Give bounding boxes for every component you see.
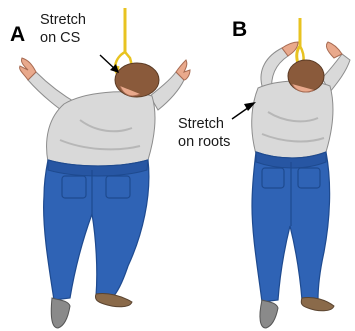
panel-b-annotation-line1: Stretch	[178, 115, 230, 133]
panel-a-letter: A	[10, 24, 25, 45]
panel-a-annotation: Stretch on CS	[40, 11, 86, 47]
panel-a-head	[115, 63, 159, 97]
panel-b-annotation: Stretch on roots	[178, 115, 230, 151]
panel-b-jeans	[252, 152, 330, 302]
panel-a-jeans	[44, 160, 149, 300]
panel-a-annotation-line1: Stretch	[40, 11, 86, 29]
panel-b-letter: B	[232, 19, 247, 40]
panel-b-shirt	[252, 81, 333, 158]
panel-a-annotation-line2: on CS	[40, 29, 86, 47]
panel-b-shoes	[260, 297, 334, 328]
panel-a-figure	[20, 8, 190, 328]
panel-b-figure	[232, 18, 350, 328]
panel-b-head	[288, 60, 324, 92]
panel-b-annotation-line2: on roots	[178, 133, 230, 151]
